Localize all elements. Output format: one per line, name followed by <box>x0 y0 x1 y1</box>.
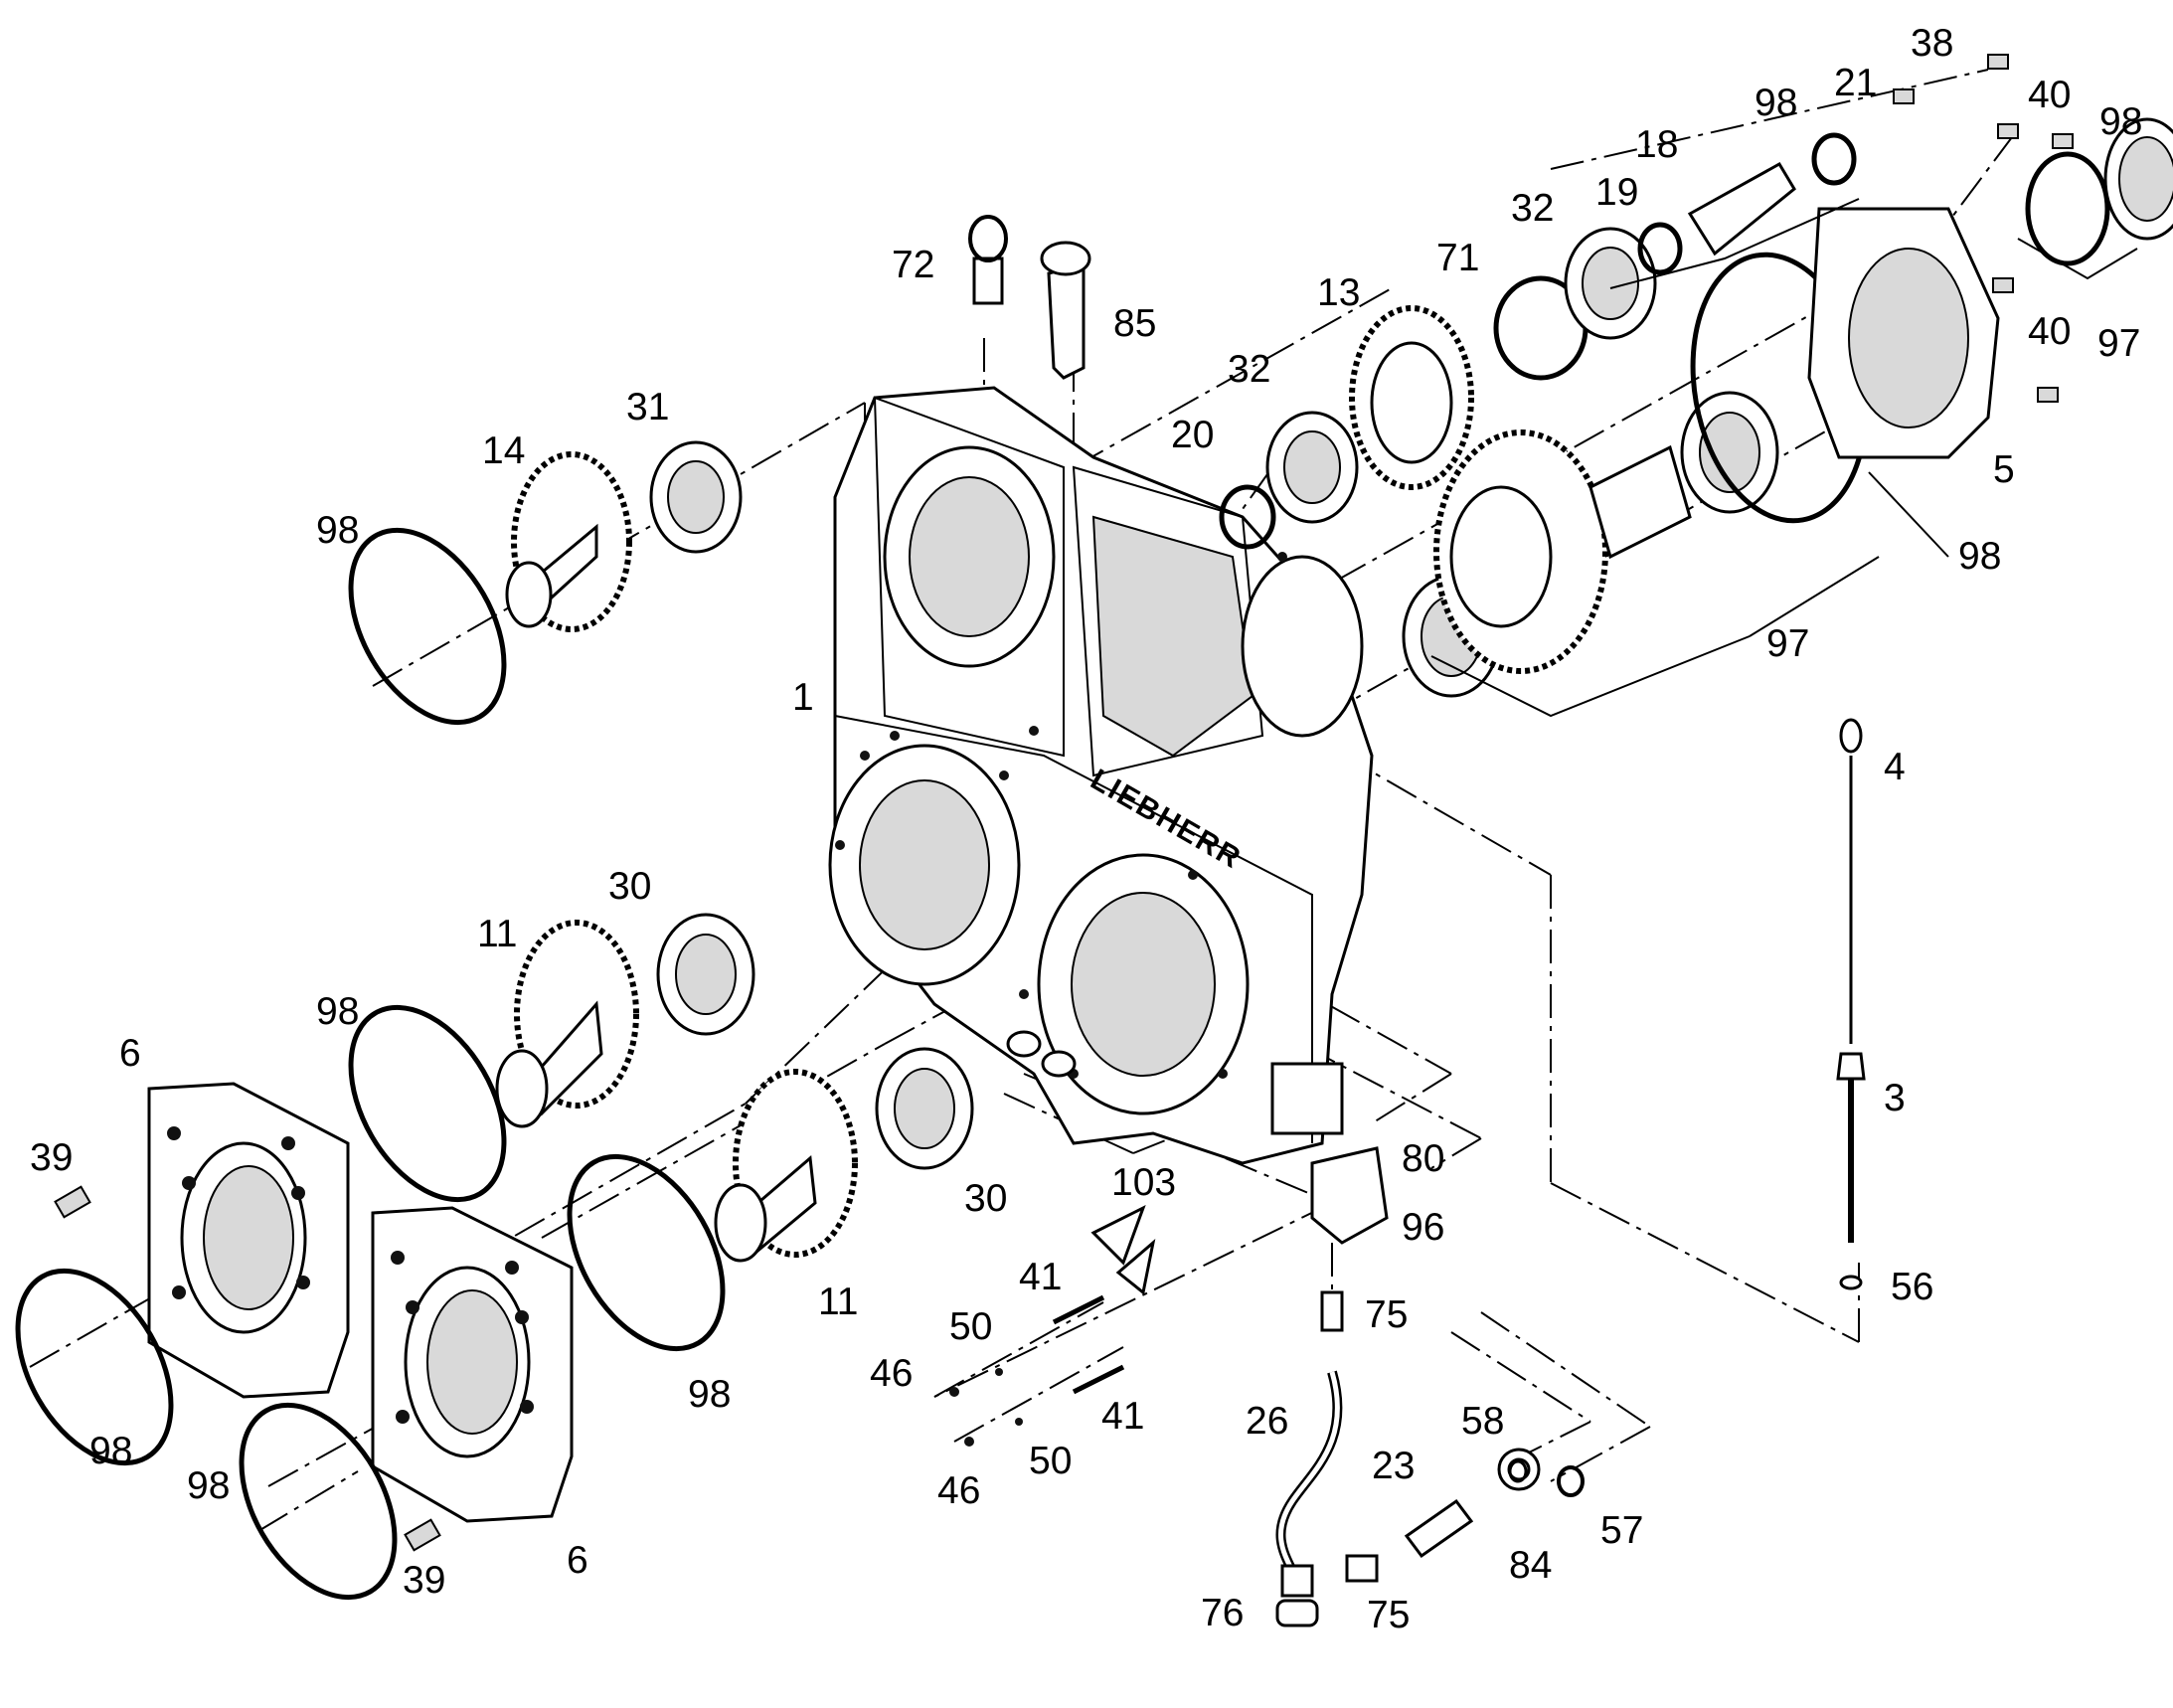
part-label-98: 98 <box>89 1430 132 1472</box>
part-label-14: 14 <box>482 429 525 472</box>
part-label-31: 31 <box>626 386 669 428</box>
dipstick-assembly <box>1836 718 1866 1290</box>
part-label-98: 98 <box>316 509 359 552</box>
part-label-85: 85 <box>1113 302 1156 345</box>
part-label-26: 26 <box>1246 1400 1288 1443</box>
part-label-41: 41 <box>1101 1395 1144 1438</box>
part-label-57: 57 <box>1600 1509 1643 1552</box>
upper-right-assembly <box>968 54 2173 698</box>
part-label-13: 13 <box>1317 271 1360 314</box>
leader-lines <box>1430 198 2138 718</box>
part-label-30: 30 <box>964 1177 1007 1220</box>
part-label-103: 103 <box>1111 1161 1176 1204</box>
part-label-40: 40 <box>2028 310 2071 353</box>
part-label-72: 72 <box>892 244 934 286</box>
part-label-1: 1 <box>792 676 814 719</box>
part-label-6: 6 <box>567 1539 588 1582</box>
part-label-98: 98 <box>316 990 359 1033</box>
part-label-97: 97 <box>2097 322 2140 365</box>
part-label-6: 6 <box>119 1032 141 1075</box>
lower-fittings <box>949 1146 1585 1627</box>
part-label-50: 50 <box>949 1305 992 1348</box>
part-label-3: 3 <box>1884 1077 1906 1119</box>
part-label-98: 98 <box>2099 100 2142 143</box>
housing-bolt-holes <box>835 552 1287 1079</box>
part-label-11: 11 <box>477 913 518 955</box>
part-label-18: 18 <box>1635 123 1678 166</box>
part-label-19: 19 <box>1595 171 1638 214</box>
part-label-56: 56 <box>1891 1266 1933 1308</box>
flange-plates <box>15 1082 574 1601</box>
part-label-11: 11 <box>818 1281 859 1323</box>
part-label-32: 32 <box>1228 348 1270 391</box>
part-label-38: 38 <box>1911 22 1953 65</box>
part-label-46: 46 <box>870 1352 913 1395</box>
part-label-5: 5 <box>1993 448 2015 491</box>
part-label-39: 39 <box>403 1559 445 1602</box>
part-label-21: 21 <box>1834 62 1877 104</box>
part-label-20: 20 <box>1171 414 1214 456</box>
part-label-75: 75 <box>1367 1594 1410 1636</box>
part-label-23: 23 <box>1372 1445 1415 1487</box>
part-label-4: 4 <box>1884 746 1906 788</box>
part-label-40: 40 <box>2028 74 2071 116</box>
part-label-84: 84 <box>1509 1544 1552 1587</box>
part-label-80: 80 <box>1402 1137 1444 1180</box>
lower-left-assembly <box>348 913 974 1352</box>
part-label-46: 46 <box>937 1469 980 1512</box>
part-label-32: 32 <box>1511 187 1554 230</box>
part-label-50: 50 <box>1029 1440 1072 1482</box>
part-label-76: 76 <box>1201 1592 1244 1634</box>
part-label-39: 39 <box>30 1136 73 1179</box>
part-label-41: 41 <box>1019 1256 1062 1298</box>
part-label-75: 75 <box>1365 1293 1408 1336</box>
upper-left-assembly <box>348 440 743 726</box>
part-label-58: 58 <box>1461 1400 1504 1443</box>
part-label-97: 97 <box>1766 622 1809 665</box>
reference-labels: 1 3 4 5 6 6 11 11 13 14 18 19 20 21 23 2… <box>30 22 2142 1636</box>
part-label-30: 30 <box>608 865 651 908</box>
part-label-98: 98 <box>688 1373 731 1416</box>
part-label-98: 98 <box>1958 535 2001 578</box>
part-label-98: 98 <box>1755 82 1797 124</box>
part-label-71: 71 <box>1436 237 1479 279</box>
part-label-98: 98 <box>187 1464 230 1507</box>
part-label-96: 96 <box>1402 1206 1444 1249</box>
gearbox-housing: LIEBHERR <box>828 386 1374 1165</box>
